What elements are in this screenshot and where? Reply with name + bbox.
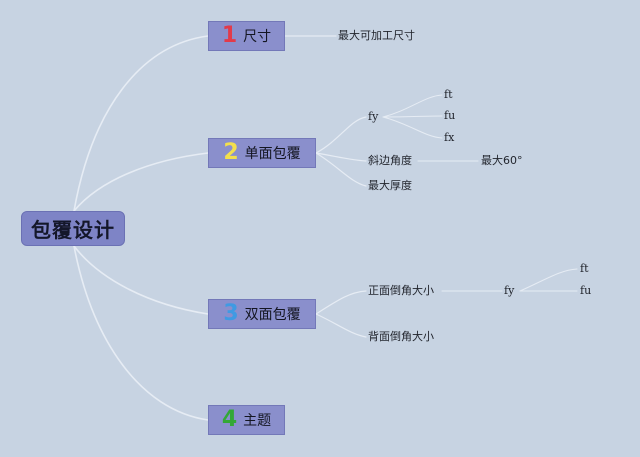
topic-single-side-wrap[interactable]: 2 单面包覆 <box>208 138 316 168</box>
link-root-topic-2 <box>73 152 209 212</box>
leaf-bevel-angle[interactable]: 斜边角度 <box>368 154 412 167</box>
link-topic2-thickness <box>315 152 367 187</box>
leaf-fy-fx[interactable]: fx <box>444 131 455 144</box>
link-topic2-bevel <box>315 152 367 162</box>
topic-theme[interactable]: 4 主题 <box>208 405 285 435</box>
leaf-fy[interactable]: fy <box>368 110 379 123</box>
topic-double-side-wrap[interactable]: 3 双面包覆 <box>208 299 316 329</box>
leaf-front-chamfer[interactable]: 正面倒角大小 <box>368 284 434 297</box>
leaf-fy-fu[interactable]: fu <box>444 109 456 122</box>
leaf-front-fy-ft[interactable]: ft <box>580 262 589 275</box>
topic-label-single-side-wrap: 单面包覆 <box>244 146 301 162</box>
leaf-max-processing-size[interactable]: 最大可加工尺寸 <box>338 29 415 42</box>
leaf-front-fy-fu[interactable]: fu <box>580 284 592 297</box>
link-root-topic-3 <box>73 245 209 315</box>
leaf-bevel-max[interactable]: 最大60° <box>481 154 523 167</box>
topic-number-2: 2 <box>223 140 239 165</box>
link-root-topic-1 <box>73 35 209 212</box>
topic-label-double-side-wrap: 双面包覆 <box>244 307 301 323</box>
topic-size[interactable]: 1 尺寸 <box>208 21 285 51</box>
topic-number-3: 3 <box>223 301 239 326</box>
topic-number-4: 4 <box>221 407 238 432</box>
link-topic3-front <box>315 290 367 315</box>
link-topic3-back <box>315 313 367 338</box>
leaf-max-thickness[interactable]: 最大厚度 <box>368 179 412 192</box>
link-topic2-fy <box>315 116 367 154</box>
topic-label-size: 尺寸 <box>243 29 272 45</box>
link-front-fy-ft <box>519 268 578 292</box>
link-fy-fu <box>382 115 443 118</box>
topic-number-1: 1 <box>221 23 238 48</box>
root-topic[interactable]: 包覆设计 <box>21 211 125 246</box>
link-root-topic-4 <box>73 245 209 421</box>
leaf-back-chamfer[interactable]: 背面倒角大小 <box>368 330 434 343</box>
link-fy-fx <box>382 116 443 139</box>
link-fy-ft <box>382 94 443 118</box>
topic-label-theme: 主题 <box>243 413 272 429</box>
leaf-fy-ft[interactable]: ft <box>444 88 453 101</box>
leaf-front-fy[interactable]: fy <box>504 284 515 297</box>
